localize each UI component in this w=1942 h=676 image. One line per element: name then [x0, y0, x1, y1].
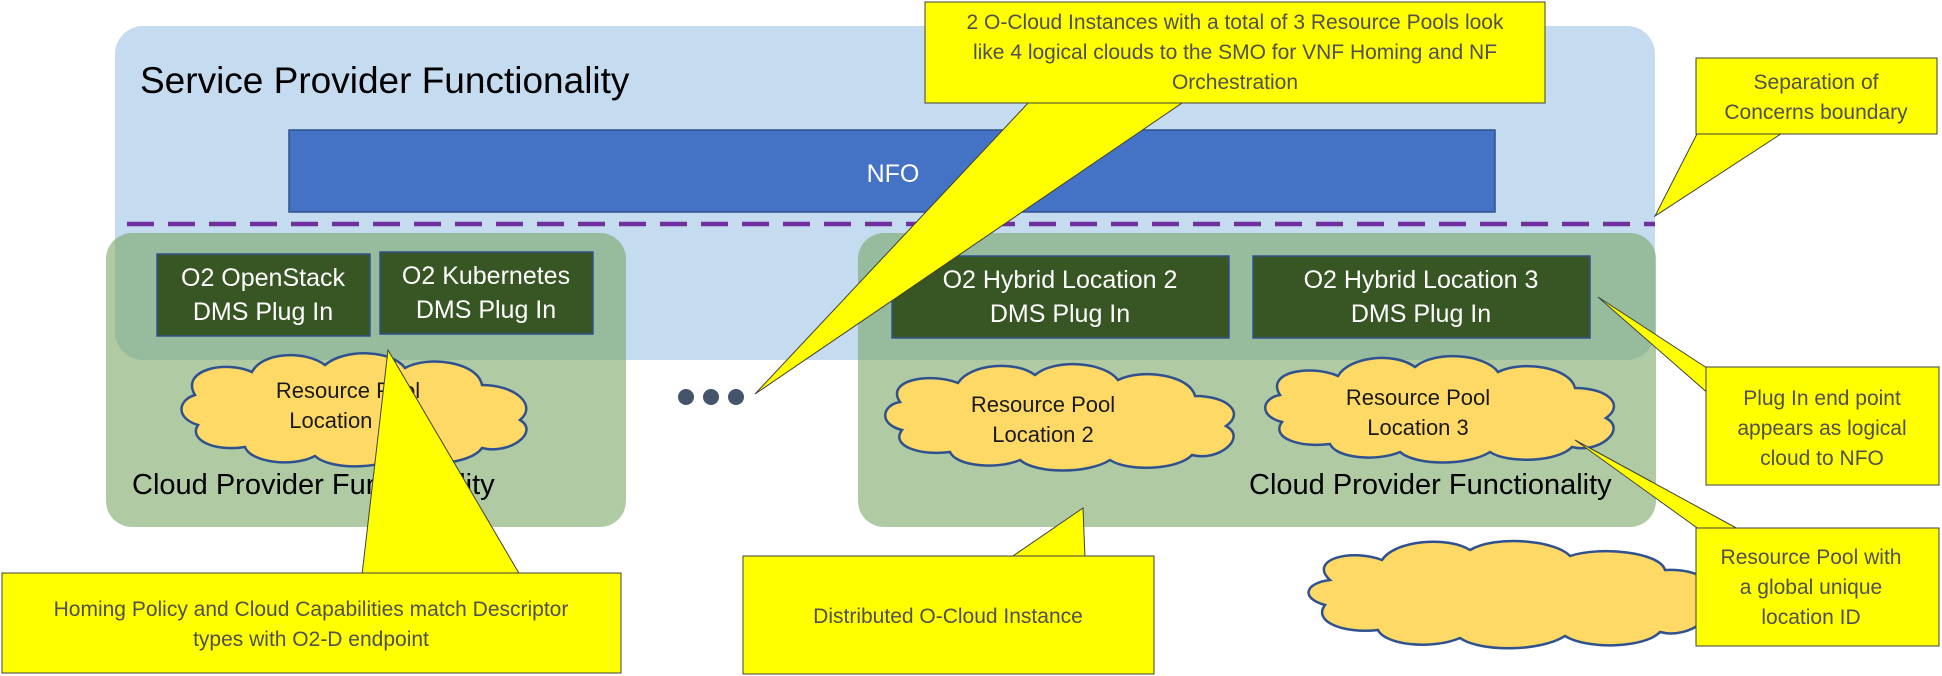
dms-plugin-hybrid-2: [891, 255, 1230, 339]
callout-ocloud-instances-line2: like 4 logical clouds to the SMO for VNF…: [973, 41, 1497, 64]
callout-separation-line1: Separation of: [1754, 71, 1879, 94]
callout-ocloud-instances-line1: 2 O-Cloud Instances with a total of 3 Re…: [967, 11, 1504, 34]
resource-pool-2-line2: Location 2: [992, 422, 1094, 447]
dms-plugin-openstack: [156, 253, 371, 337]
dms-plugin-openstack-line2: DMS Plug In: [193, 298, 333, 326]
ellipsis-dot: [678, 389, 694, 405]
callout-separation-line2: Concerns boundary: [1724, 101, 1908, 124]
resource-pool-2-line1: Resource Pool: [971, 392, 1115, 417]
callout-plugin-endpoint: [1705, 366, 1940, 486]
callout-global-id-line1: Resource Pool with: [1721, 546, 1902, 569]
resource-pool-1-line2: Location 1: [289, 408, 391, 433]
dms-plugin-hybrid-3-line1: O2 Hybrid Location 3: [1304, 266, 1539, 294]
cloud-provider-label-right: Cloud Provider Functionality: [1249, 469, 1612, 501]
callout-ocloud-instances: [924, 1, 1546, 104]
callout-homing: [1, 572, 622, 674]
resource-pool-cloud-3: Resource Pool Location 3: [1264, 354, 1615, 464]
ellipsis-dot: [703, 389, 719, 405]
callout-distributed: [742, 555, 1155, 675]
dms-plugin-hybrid-2-line1: O2 Hybrid Location 2: [943, 266, 1178, 294]
dms-plugin-kubernetes-line1: O2 Kubernetes: [402, 262, 570, 290]
dms-plugin-hybrid-3-line2: DMS Plug In: [1351, 300, 1491, 328]
callout-ocloud-instances-line3: Orchestration: [1172, 71, 1298, 94]
callout-homing-line2: types with O2-D endpoint: [193, 628, 429, 651]
dms-plugin-hybrid-3: [1252, 255, 1591, 339]
resource-pool-cloud-2: Resource Pool Location 2: [884, 362, 1235, 472]
callout-plugin-endpoint-line2: appears as logical: [1737, 417, 1906, 440]
dms-plugin-openstack-line1: O2 OpenStack: [181, 264, 345, 292]
callout-plugin-endpoint-line1: Plug In end point: [1743, 387, 1901, 410]
ellipsis-dot: [728, 389, 744, 405]
resource-pool-3-line1: Resource Pool: [1346, 385, 1490, 410]
callout-separation: [1695, 57, 1938, 135]
callout-global-id: [1695, 527, 1940, 647]
callout-homing-line1: Homing Policy and Cloud Capabilities mat…: [54, 598, 569, 621]
nfo-label: NFO: [867, 160, 920, 188]
callout-plugin-endpoint-line3: cloud to NFO: [1760, 447, 1884, 470]
service-provider-title: Service Provider Functionality: [140, 60, 630, 101]
dms-plugin-hybrid-2-line2: DMS Plug In: [990, 300, 1130, 328]
nfo-box: [288, 129, 1496, 213]
global-resource-pool-cloud: [1307, 539, 1710, 650]
callout-pointer-separation: [1653, 127, 1792, 218]
callout-global-id-line2: a global unique: [1740, 576, 1882, 599]
callout-global-id-line3: location ID: [1761, 606, 1860, 629]
dms-plugin-kubernetes: [379, 251, 594, 335]
dms-plugin-kubernetes-line2: DMS Plug In: [416, 296, 556, 324]
callout-distributed-line1: Distributed O-Cloud Instance: [813, 605, 1083, 628]
resource-pool-3-line2: Location 3: [1367, 415, 1469, 440]
